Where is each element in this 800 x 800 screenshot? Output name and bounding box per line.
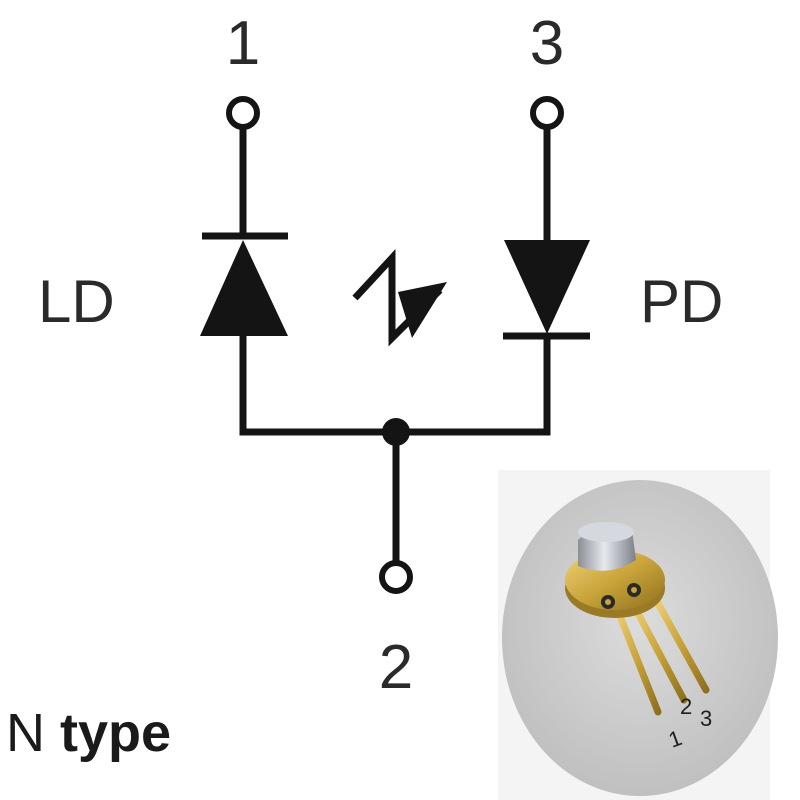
pin-2-label: 2	[379, 633, 413, 702]
laser-diode-photo: 1 2 3	[498, 470, 778, 800]
caption-word: type	[60, 703, 172, 763]
terminal-3	[530, 96, 564, 130]
laser-diode-symbol	[200, 232, 288, 336]
pin-3-label: 3	[530, 9, 564, 78]
junction-node	[382, 418, 410, 446]
pin-1-label: 1	[226, 9, 260, 78]
photodiode-symbol	[503, 240, 590, 340]
photo-pin-2-label: 2	[680, 694, 692, 719]
ld-label: LD	[38, 268, 115, 335]
pd-label: PD	[640, 268, 723, 335]
caption-letter: N	[6, 703, 45, 763]
photo-pins	[612, 592, 710, 716]
terminal-1	[226, 96, 260, 130]
light-arrow-icon	[352, 249, 447, 347]
terminal-2	[379, 560, 413, 594]
photo-pin-3-label: 3	[700, 706, 712, 731]
type-caption: N type	[6, 702, 171, 764]
